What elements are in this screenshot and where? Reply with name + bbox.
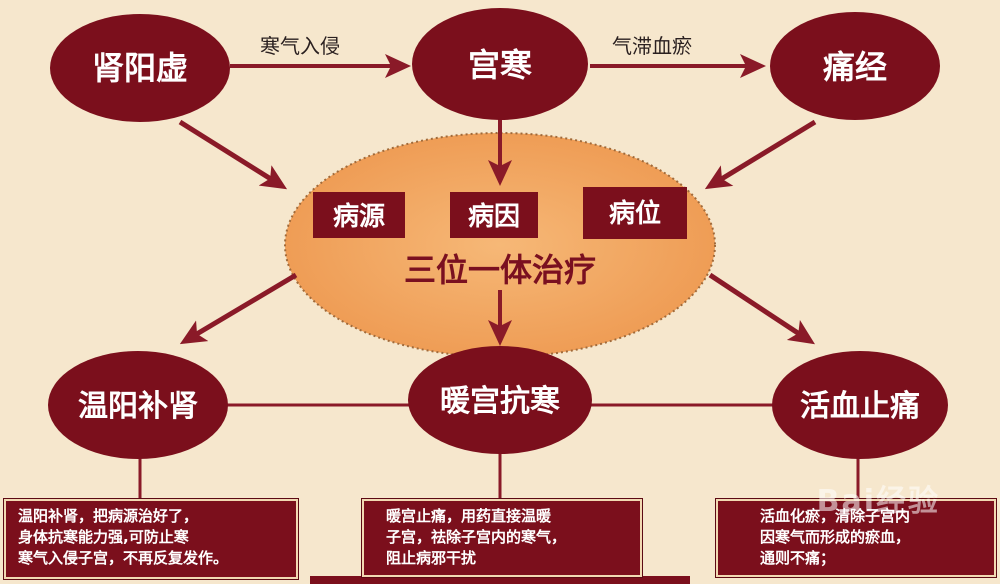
center-tag-label-bingyuan: 病源 [333,202,385,232]
note-wenyang: 温阳补肾，把病源治好了， 身体抗寒能力强,可防止寒 寒气入侵子宫，不再反复发作。 [4,499,298,579]
note-nuangong-line: 阻止病邪干扰 [386,549,477,567]
center-tag-label-bingyin: 病因 [468,202,520,232]
note-huoxue: 活血化瘀，清除子宫内 因寒气而形成的瘀血， 通则不痛； [716,499,996,577]
note-wenyang-line: 寒气入侵子宫，不再反复发作。 [18,549,229,567]
node-label-huoxue: 活血止痛 [800,389,920,424]
node-label-shenyangxu: 肾阳虚 [92,49,188,87]
node-tongjing [770,12,940,120]
center-title: 三位一体治疗 [404,251,596,289]
arrow-center-to-huoxue [708,272,816,345]
center-tag-label-bingwei: 病位 [609,198,661,229]
node-nuangong [408,346,592,454]
arrow-tong-to-center [704,119,817,190]
note-nuangong-line: 暖宫止痛，用药直接温暖 [386,507,552,525]
node-gonghan [412,8,588,120]
note-huoxue-line: 活血化瘀，清除子宫内 [760,507,911,525]
note-huoxue-line: 因寒气而形成的瘀血， [760,528,911,546]
arrow-shen-to-center [178,119,288,190]
note-nuangong: 暖宫止痛，用药直接温暖 子宫，祛除子宫内的寒气， 阻止病邪干扰 [362,499,642,577]
center-tag-bingyin [450,192,538,238]
note-huoxue-line: 通则不痛； [760,549,836,567]
note-wenyang-line: 温阳补肾，把病源治好了， [18,507,199,525]
node-wenyang [48,351,228,459]
edge-label-gong-to-tong: 气滞血瘀 [612,34,692,58]
node-label-gonghan: 宫寒 [468,46,532,84]
node-label-wenyang: 温阳补肾 [78,389,198,424]
edge-label-shen-to-gong: 寒气入侵 [260,34,340,58]
node-label-nuangong: 暖宫抗寒 [440,384,560,419]
node-label-tongjing: 痛经 [823,48,887,86]
note-nuangong-line: 子宫，祛除子宫内的寒气， [386,528,567,546]
node-shenyangxu [50,14,230,122]
center-tag-bingwei [583,187,687,239]
note-wenyang-line: 身体抗寒能力强,可防止寒 [18,528,189,546]
node-huoxue [772,351,948,459]
center-tag-bingyuan [313,192,405,238]
arrow-center-to-wenyang [179,272,298,345]
bottom-strip [310,576,690,584]
